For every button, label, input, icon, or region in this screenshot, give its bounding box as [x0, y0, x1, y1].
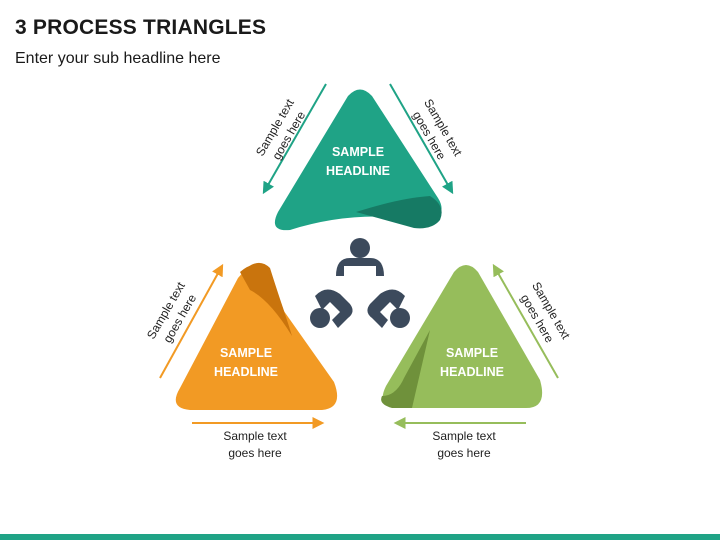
caption-top-right: Sample text goes here: [410, 97, 465, 163]
triangle-left-headline-1: SAMPLE: [220, 346, 272, 360]
caption-left-side: Sample text goes here: [144, 279, 199, 345]
triangle-top-headline-2: HEADLINE: [326, 164, 390, 178]
triangle-left-shape: [175, 270, 338, 410]
caption-bottom-left: Sample text goes here: [223, 429, 287, 460]
caption-bottom-right-line1: Sample text: [432, 429, 496, 443]
team-collaboration-icon: [310, 238, 410, 328]
arrow-right-side: [492, 263, 559, 379]
caption-bottom-left-line1: Sample text: [223, 429, 287, 443]
triangle-right-shape: [382, 265, 543, 408]
caption-bottom-right-line2: goes here: [437, 446, 491, 460]
triangle-top-fold: [356, 196, 442, 229]
caption-bottom-left-line2: goes here: [228, 446, 282, 460]
triangle-top: SAMPLE HEADLINE: [274, 89, 442, 231]
triangle-left-headline-2: HEADLINE: [214, 365, 278, 379]
triangle-top-headline-1: SAMPLE: [332, 145, 384, 159]
slide-subtitle: Enter your sub headline here: [15, 50, 221, 67]
triangle-left-fold-shade: [240, 265, 292, 336]
triangle-top-shape: [274, 89, 442, 231]
footer-bar: [0, 534, 720, 540]
arrow-top-left: [262, 83, 327, 195]
triangle-right-fold: [381, 330, 430, 408]
arrow-top-right: [389, 83, 454, 195]
triangle-right: SAMPLE HEADLINE: [381, 265, 543, 408]
arrow-left-side: [159, 263, 224, 379]
caption-bottom-right: Sample text goes here: [432, 429, 496, 460]
triangle-left: SAMPLE HEADLINE: [175, 262, 338, 410]
triangle-right-headline-2: HEADLINE: [440, 365, 504, 379]
caption-top-left: Sample text goes here: [253, 96, 308, 162]
slide-title: 3 PROCESS TRIANGLES: [15, 16, 267, 39]
caption-right-side: Sample text goes here: [518, 280, 573, 346]
triangle-right-headline-1: SAMPLE: [446, 346, 498, 360]
